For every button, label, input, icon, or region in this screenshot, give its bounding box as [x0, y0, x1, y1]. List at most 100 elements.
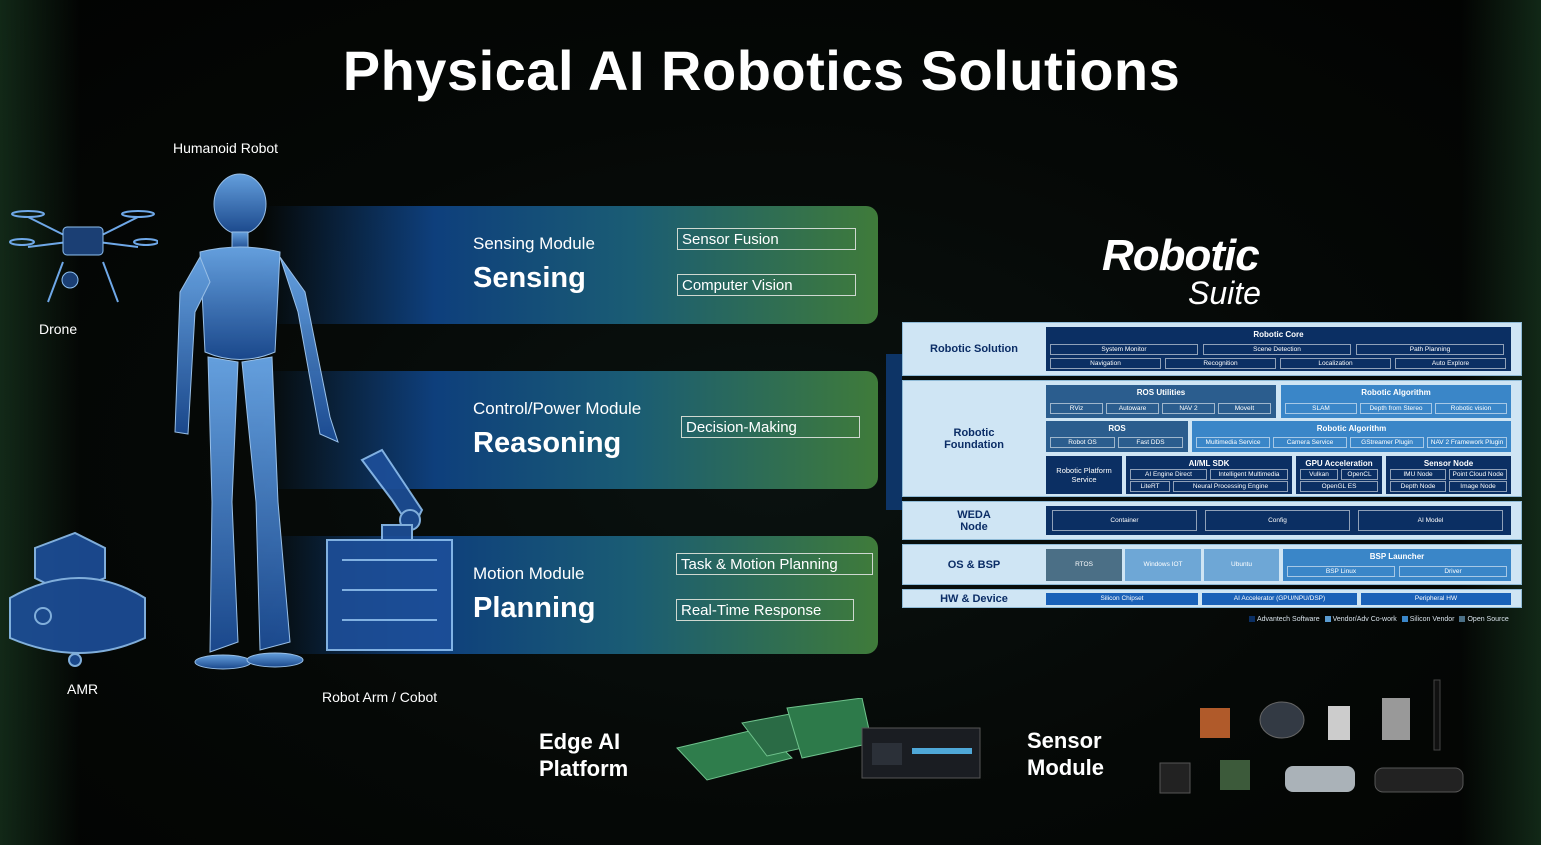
row-hw-device: HW & Device Silicon Chipset AI Accelerat…: [902, 589, 1522, 608]
cell: SLAM: [1285, 403, 1357, 414]
cell: Localization: [1280, 358, 1391, 369]
cell: Scene Detection: [1203, 344, 1351, 355]
module-label: Motion Module: [473, 564, 585, 583]
ros-block: ROS Robot OS Fast DDS: [1046, 421, 1188, 452]
sensor-devices-illustration: [1159, 679, 1464, 794]
page-title: Physical AI Robotics Solutions: [342, 39, 1181, 102]
cell: Image Node: [1449, 481, 1507, 492]
module-name: Planning: [473, 592, 596, 624]
sensor-node-block: Sensor Node IMU Node Point Cloud Node De…: [1386, 456, 1511, 494]
robot-arm-label: Robot Arm / Cobot: [322, 689, 438, 705]
module-name: Sensing: [473, 262, 586, 294]
weda-block: Container Config AI Model: [1046, 506, 1511, 535]
block-title: Sensor Node: [1423, 459, 1474, 468]
bsp-launcher-block: BSP Launcher BSP Linux Driver: [1283, 549, 1511, 581]
edge-ai-boards-illustration: [676, 698, 981, 781]
foundation-backdrop: [886, 354, 902, 510]
rtos-block: RTOS: [1046, 549, 1122, 581]
tag-real-time-response: Real-Time Response: [676, 599, 854, 621]
drone-label: Drone: [39, 321, 78, 337]
drone-illustration: [9, 210, 158, 303]
cell: Container: [1052, 510, 1197, 531]
control-module-band: Control/Power Module Reasoning Decision-…: [262, 371, 878, 489]
cell: Navigation: [1050, 358, 1161, 369]
robotic-algorithm-block-2: Robotic Algorithm Multimedia Service Cam…: [1192, 421, 1511, 452]
robot-arm-illustration: [326, 448, 453, 651]
block-title: Robotic Core: [1253, 330, 1304, 339]
legend: Advantech Software Vendor/Adv Co-work Si…: [1246, 616, 1509, 623]
cell: Vulkan: [1300, 469, 1338, 480]
robotic-suite-architecture: Robotic Solution Robotic Core System Mon…: [886, 322, 1524, 612]
cell: NAV 2 Framework Plugin: [1427, 437, 1507, 448]
robotic-algorithm-block-1: Robotic Algorithm SLAM Depth from Stereo…: [1281, 385, 1511, 418]
row-os-bsp: OS & BSP RTOS Windows IOT Ubuntu BSP Lau…: [902, 544, 1522, 585]
cell: GStreamer Plugin: [1350, 437, 1424, 448]
cell: Depth from Stereo: [1360, 403, 1432, 414]
block-title: Robotic Algorithm: [1316, 424, 1387, 433]
cell: RViz: [1050, 403, 1103, 414]
legend-swatch: [1249, 616, 1255, 622]
robotic-core-block: Robotic Core System Monitor Scene Detect…: [1046, 327, 1511, 371]
cell: Config: [1205, 510, 1350, 531]
cell: MoveIt: [1218, 403, 1271, 414]
cell: Robot OS: [1050, 437, 1115, 448]
row-label: OS & BSP: [947, 558, 1001, 571]
tag-sensor-fusion: Sensor Fusion: [677, 228, 856, 250]
tag-decision-making: Decision-Making: [681, 416, 860, 438]
tag-computer-vision: Computer Vision: [677, 274, 856, 296]
cell: Path Planning: [1356, 344, 1504, 355]
block-title: GPU Acceleration: [1305, 459, 1373, 468]
block-title: AI/ML SDK: [1188, 459, 1230, 468]
cell: LiteRT: [1130, 481, 1170, 492]
cell: Neural Processing Engine: [1173, 481, 1288, 492]
module-name: Reasoning: [473, 427, 622, 459]
block-title: ROS: [1108, 424, 1126, 433]
cell: OpenGL ES: [1300, 481, 1378, 492]
cell: AI Engine Direct: [1130, 469, 1207, 480]
windows-iot-block: Windows IOT: [1125, 549, 1201, 581]
cell: Auto Explore: [1395, 358, 1506, 369]
cell: Driver: [1399, 566, 1507, 577]
block-title: BSP Launcher: [1369, 552, 1425, 561]
cell: NAV 2: [1162, 403, 1215, 414]
sensing-module-band: Sensing Module Sensing Sensor Fusion Com…: [262, 206, 878, 324]
cell: Fast DDS: [1118, 437, 1183, 448]
row-label: HW & Device: [940, 592, 1008, 605]
cell: OpenCL: [1341, 469, 1378, 480]
cell: System Monitor: [1050, 344, 1198, 355]
tag-task-motion-planning: Task & Motion Planning: [676, 553, 873, 575]
aiml-sdk-block: AI/ML SDK AI Engine Direct Intelligent M…: [1126, 456, 1292, 494]
gpu-acceleration-block: GPU Acceleration Vulkan OpenCL OpenGL ES: [1296, 456, 1382, 494]
legend-swatch: [1401, 616, 1408, 622]
module-label: Control/Power Module: [473, 399, 642, 418]
cell: Recognition: [1165, 358, 1276, 369]
block-title: Robotic Algorithm: [1361, 388, 1431, 397]
cell: Camera Service: [1273, 437, 1347, 448]
cell: Depth Node: [1390, 481, 1446, 492]
ros-utilities-block: ROS Utilities RViz Autoware NAV 2 MoveIt: [1046, 385, 1276, 418]
peripheral-hw-block: Peripheral HW: [1361, 593, 1511, 605]
legend-swatch: [1459, 616, 1466, 622]
legend-swatch: [1324, 616, 1331, 622]
cell: BSP Linux: [1287, 566, 1395, 577]
amr-illustration: [9, 531, 146, 667]
module-label: Sensing Module: [473, 234, 595, 253]
cell: Point Cloud Node: [1449, 469, 1507, 480]
block-title: ROS Utilities: [1136, 388, 1186, 397]
ubuntu-block: Ubuntu: [1204, 549, 1279, 581]
cell: IMU Node: [1390, 469, 1446, 480]
row-robotic-solution: Robotic Solution Robotic Core System Mon…: [902, 322, 1522, 376]
amr-label: AMR: [67, 681, 99, 697]
cell: Robotic vision: [1435, 403, 1507, 414]
cell: Autoware: [1106, 403, 1159, 414]
ai-accelerator-block: AI Accelerator (GPU/NPU/DSP): [1202, 593, 1357, 605]
cell: Multimedia Service: [1196, 437, 1270, 448]
cell: Intelligent Multimedia: [1210, 469, 1288, 480]
row-label: Robotic Solution: [930, 343, 1018, 355]
humanoid-robot-label: Humanoid Robot: [173, 140, 279, 156]
